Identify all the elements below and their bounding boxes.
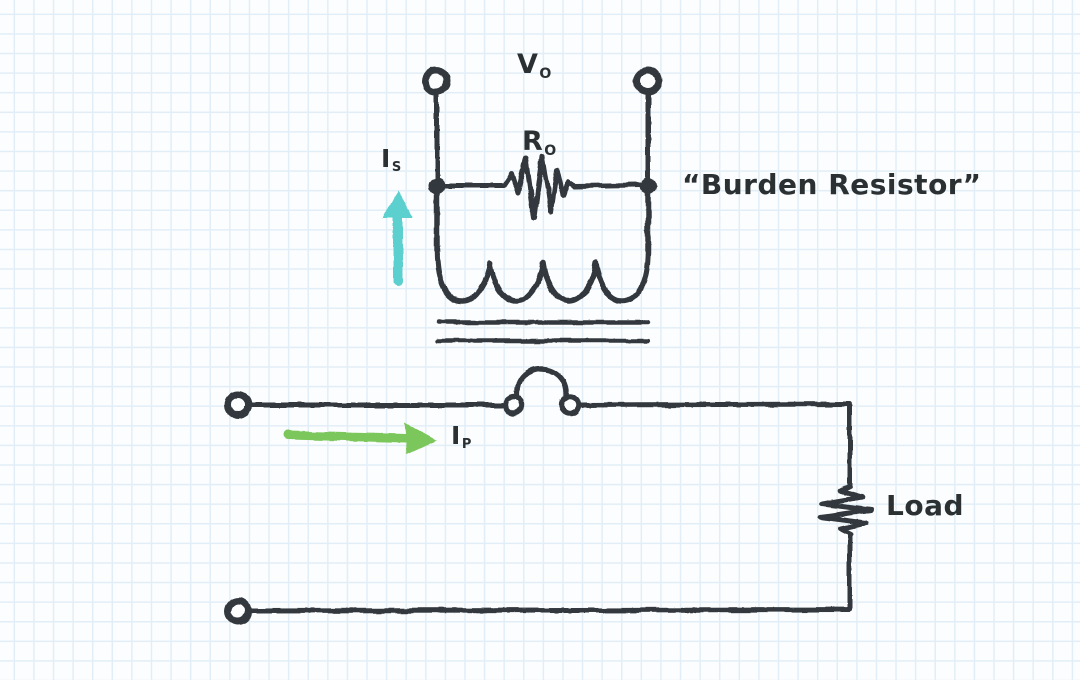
load-resistor-symbol <box>817 483 874 537</box>
secondary-current-arrow-icon <box>383 189 413 286</box>
primary-loop-node-right <box>558 393 582 417</box>
primary-current-symbol: I <box>451 421 461 450</box>
r-output-subscript: O <box>544 142 557 159</box>
secondary-current-subscript: S <box>391 160 402 176</box>
secondary-terminal-left <box>422 67 450 95</box>
primary-current-subscript: P <box>461 437 472 453</box>
burden-resistor-caption: “Burden Resistor” <box>682 168 982 201</box>
secondary-winding-coil <box>434 191 651 304</box>
v-output-subscript: O <box>539 65 552 82</box>
r-output-label: RO <box>522 126 557 159</box>
v-output-symbol: V <box>517 49 539 80</box>
node-dot-right <box>639 177 657 195</box>
primary-terminal-bottom <box>224 597 252 625</box>
primary-current-label: IP <box>451 421 472 453</box>
load-caption: Load <box>886 489 965 522</box>
r-output-symbol: R <box>522 126 544 157</box>
node-dot-left <box>428 177 446 195</box>
primary-loop-arc <box>514 366 569 399</box>
primary-current-arrow-icon <box>283 422 437 454</box>
v-output-label: VO <box>517 49 552 82</box>
primary-loop-node-left <box>502 393 526 417</box>
primary-wire-right <box>578 401 852 408</box>
primary-return-wire <box>248 531 853 614</box>
secondary-terminal-right <box>634 67 662 95</box>
burden-resistor-symbol <box>442 153 643 221</box>
secondary-current-label: IS <box>381 144 402 176</box>
primary-terminal-top <box>224 391 252 419</box>
secondary-current-symbol: I <box>381 144 391 173</box>
